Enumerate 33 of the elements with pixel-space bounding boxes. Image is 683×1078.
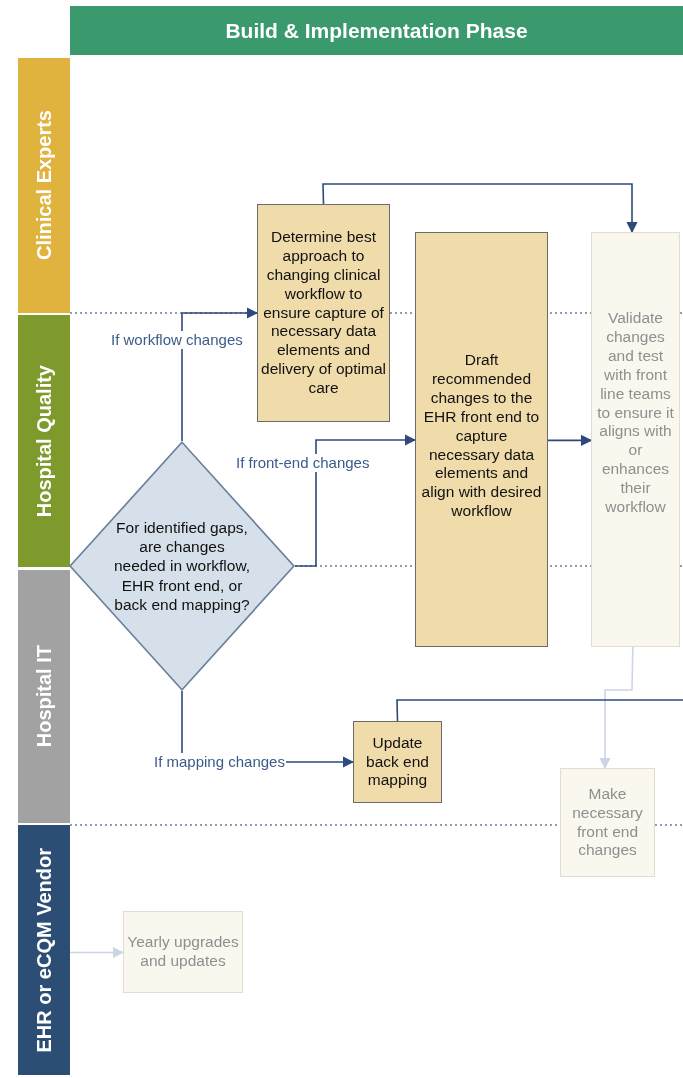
arrow (181, 307, 259, 442)
edge-label: If mapping changes (153, 753, 286, 771)
lane-title: EHR or eCQM Vendor (32, 847, 56, 1053)
process-box (560, 768, 655, 877)
step-text: Yearly upgrades and updates (127, 933, 239, 971)
lane-title: Hospital IT (32, 645, 56, 748)
title-banner (70, 6, 683, 55)
arrow (322, 183, 638, 234)
step-text: Validate changes and test with front line teams to ensure it aligns with or enhances their workflow (596, 309, 675, 517)
step-text: Update back end mapping (365, 733, 430, 791)
process-box (415, 232, 548, 647)
process-box (591, 232, 680, 647)
lane-header (18, 315, 70, 567)
process-box (353, 721, 442, 803)
step-text: Make necessary front end changes (571, 784, 644, 861)
arrow (69, 946, 125, 959)
arrow (547, 434, 593, 446)
arrow (599, 646, 634, 770)
connector-line (396, 699, 683, 722)
process-box (123, 911, 243, 993)
phase-title: Build & Implementation Phase (225, 18, 528, 43)
step-text: Draft recommended changes to the EHR front end to capture necessary data elements and align with desired workflow (420, 351, 543, 522)
step-text: Determine best approach to changing clinical workflow to ensure capture of necessary data elements and delivery of optimal care (261, 227, 386, 399)
process-box (257, 204, 390, 422)
lane-title: Clinical Experts (32, 110, 56, 261)
arrow (294, 434, 417, 567)
lane-header (18, 825, 70, 1075)
lane-title: Hospital Quality (32, 364, 56, 518)
lane-header (18, 570, 70, 823)
question-text: For identified gaps, are changes needed in workflow, EHR front end, or back end mapping? (112, 517, 252, 615)
edge-label: If front-end changes (235, 454, 371, 472)
lane-header (18, 58, 70, 313)
edge-label: If workflow changes (110, 331, 244, 349)
